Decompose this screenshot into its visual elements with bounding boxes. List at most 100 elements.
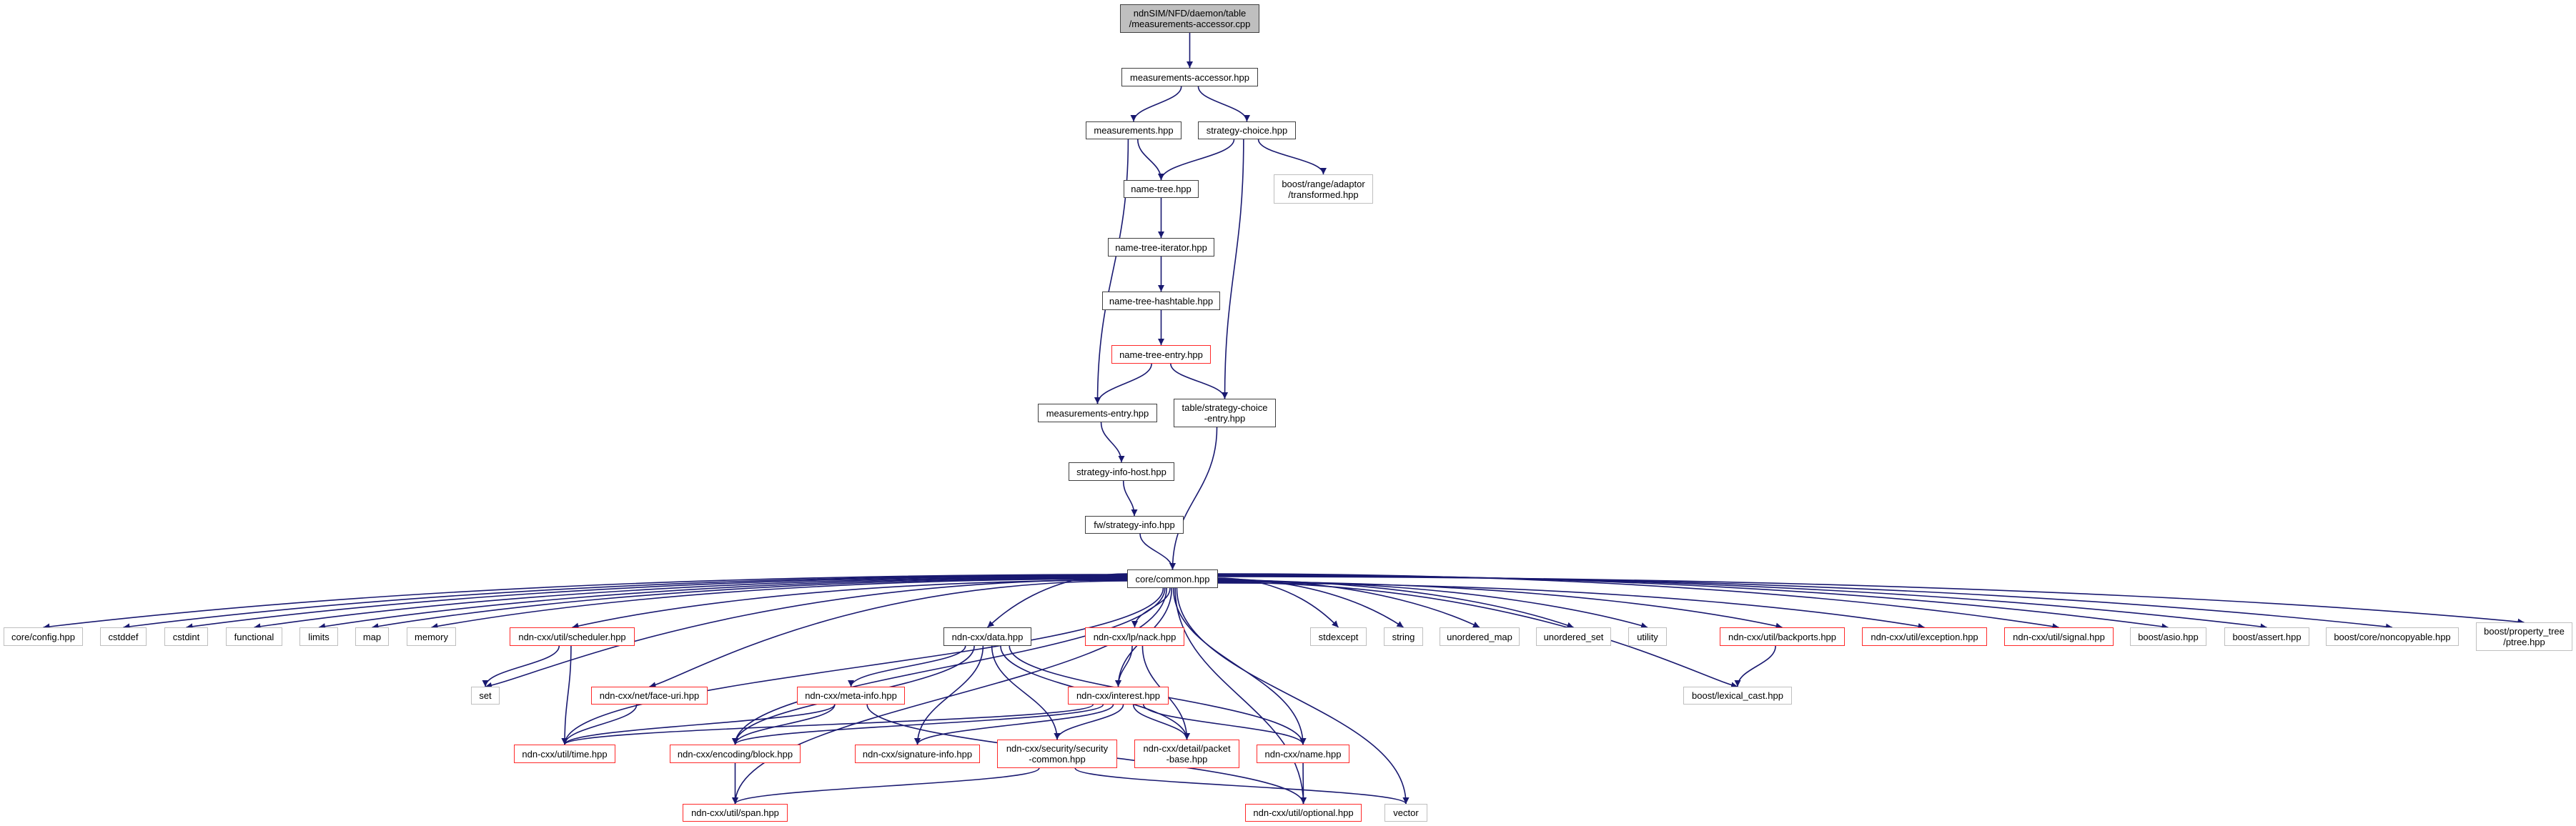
edge-common-to-data xyxy=(986,573,1128,628)
graph-node-nth[interactable]: name-tree-hashtable.hpp xyxy=(1102,292,1220,310)
graph-node-uset: unordered_set xyxy=(1536,627,1611,646)
graph-node-name[interactable]: ndn-cxx/name.hpp xyxy=(1257,745,1349,763)
graph-node-fwsi[interactable]: fw/strategy-info.hpp xyxy=(1085,516,1184,534)
edge-common-to-faceuri xyxy=(649,580,1128,689)
graph-node-vector: vector xyxy=(1384,804,1427,822)
graph-node-seccommon[interactable]: ndn-cxx/security/security -common.hpp xyxy=(997,740,1117,768)
graph-node-lexical: boost/lexical_cast.hpp xyxy=(1683,687,1792,705)
graph-node-cstdint: cstdint xyxy=(164,627,208,646)
edge-sc-to-sce xyxy=(1222,139,1244,399)
graph-node-utility: utility xyxy=(1628,627,1667,646)
graph-node-nt[interactable]: name-tree.hpp xyxy=(1124,180,1199,198)
edge-ma-to-sc xyxy=(1197,86,1250,122)
edge-data-to-seccommon xyxy=(991,645,1061,740)
edge-meas-to-me xyxy=(1094,139,1129,404)
edge-common-to-functional xyxy=(254,576,1128,630)
edge-meas-to-nt xyxy=(1136,139,1164,181)
graph-node-root[interactable]: ndnSIM/NFD/daemon/table /measurements-ac… xyxy=(1120,4,1259,33)
graph-node-span[interactable]: ndn-cxx/util/span.hpp xyxy=(683,804,788,822)
graph-node-memory: memory xyxy=(407,627,456,646)
edge-metainfo-to-block xyxy=(732,704,836,745)
edge-common-to-set xyxy=(485,579,1128,689)
edge-common-to-ptree xyxy=(1217,576,2525,625)
edge-common-to-exception xyxy=(1217,582,1925,630)
graph-node-block[interactable]: ndn-cxx/encoding/block.hpp xyxy=(670,745,801,763)
edge-common-to-cstdint xyxy=(186,575,1128,630)
edge-common-to-limits xyxy=(318,577,1128,630)
graph-node-interest[interactable]: ndn-cxx/interest.hpp xyxy=(1068,687,1169,705)
graph-node-sih[interactable]: strategy-info-host.hpp xyxy=(1069,462,1174,481)
edge-me-to-sih xyxy=(1100,422,1125,463)
edge-interest-to-name xyxy=(1142,704,1307,745)
graph-node-bt: boost/range/adaptor /transformed.hpp xyxy=(1274,174,1373,204)
graph-node-limits: limits xyxy=(299,627,338,646)
edge-common-to-map xyxy=(372,577,1128,630)
graph-node-ma[interactable]: measurements-accessor.hpp xyxy=(1121,68,1258,86)
edge-interest-to-packetbase xyxy=(1132,704,1190,740)
graph-node-signal[interactable]: ndn-cxx/util/signal.hpp xyxy=(2004,627,2114,646)
edge-common-to-time xyxy=(561,587,1164,745)
graph-node-string: string xyxy=(1384,627,1423,646)
graph-node-ptree: boost/property_tree /ptree.hpp xyxy=(2476,622,2572,651)
graph-node-stdexcept: stdexcept xyxy=(1310,627,1367,646)
graph-node-time[interactable]: ndn-cxx/util/time.hpp xyxy=(514,745,615,763)
edge-sc-to-nt xyxy=(1158,139,1235,181)
edge-common-to-cstddef xyxy=(123,574,1128,630)
graph-node-assert: boost/assert.hpp xyxy=(2224,627,2309,646)
graph-node-backports[interactable]: ndn-cxx/util/backports.hpp xyxy=(1720,627,1845,646)
edge-interest-to-siginfo xyxy=(914,704,1114,745)
graph-node-sce[interactable]: table/strategy-choice -entry.hpp xyxy=(1174,399,1276,427)
edge-seccommon-to-vector xyxy=(1074,767,1410,805)
graph-node-set: set xyxy=(471,687,500,705)
graph-node-functional: functional xyxy=(226,627,282,646)
graph-node-map: map xyxy=(355,627,389,646)
graph-node-me[interactable]: measurements-entry.hpp xyxy=(1038,404,1157,422)
graph-node-config: core/config.hpp xyxy=(4,627,83,646)
edge-common-to-span xyxy=(732,587,1167,805)
graph-node-nte[interactable]: name-tree-entry.hpp xyxy=(1111,345,1211,364)
edge-sc-to-bt xyxy=(1257,139,1327,175)
edge-nack-to-interest xyxy=(1115,645,1133,687)
edge-data-to-siginfo xyxy=(914,645,984,745)
edge-ma-to-meas xyxy=(1130,86,1182,122)
graph-node-noncopyable: boost/core/noncopyable.hpp xyxy=(2326,627,2459,646)
graph-node-faceuri[interactable]: ndn-cxx/net/face-uri.hpp xyxy=(591,687,708,705)
edge-metainfo-to-time xyxy=(561,704,836,745)
edge-scheduler-to-time xyxy=(561,645,572,745)
edge-common-to-utility xyxy=(1217,580,1648,629)
edge-common-to-memory xyxy=(431,578,1128,630)
edge-common-to-nack xyxy=(1131,587,1171,628)
edge-interest-to-block xyxy=(732,704,1104,745)
edge-interest-to-time xyxy=(561,704,1094,745)
graph-node-exception[interactable]: ndn-cxx/util/exception.hpp xyxy=(1862,627,1987,646)
edge-scheduler-to-set xyxy=(482,645,560,687)
graph-node-data[interactable]: ndn-cxx/data.hpp xyxy=(943,627,1031,646)
edge-interest-to-seccommon xyxy=(1054,704,1124,740)
graph-node-metainfo[interactable]: ndn-cxx/meta-info.hpp xyxy=(797,687,905,705)
edge-data-to-metainfo xyxy=(848,645,966,687)
graph-node-cstddef: cstddef xyxy=(100,627,147,646)
graph-node-optional[interactable]: ndn-cxx/util/optional.hpp xyxy=(1245,804,1362,822)
edge-sih-to-fwsi xyxy=(1122,480,1138,517)
edge-seccommon-to-span xyxy=(732,767,1040,805)
graph-node-meas[interactable]: measurements.hpp xyxy=(1086,121,1182,139)
graph-node-asio: boost/asio.hpp xyxy=(2130,627,2206,646)
graph-node-nti[interactable]: name-tree-iterator.hpp xyxy=(1108,238,1214,257)
edge-common-to-backports xyxy=(1217,581,1783,630)
graph-node-umap: unordered_map xyxy=(1440,627,1520,646)
edge-sce-to-common xyxy=(1169,427,1218,570)
edge-backports-to-lexical xyxy=(1734,645,1776,687)
graph-node-nack[interactable]: ndn-cxx/lp/nack.hpp xyxy=(1085,627,1184,646)
graph-node-siginfo[interactable]: ndn-cxx/signature-info.hpp xyxy=(855,745,980,763)
edge-common-to-scheduler xyxy=(572,579,1128,630)
edge-common-to-optional xyxy=(1174,587,1307,805)
graph-node-sc[interactable]: strategy-choice.hpp xyxy=(1198,121,1296,139)
edge-common-to-vector xyxy=(1176,587,1410,805)
edge-common-to-config xyxy=(43,574,1128,630)
graph-node-common[interactable]: core/common.hpp xyxy=(1127,569,1218,588)
edge-nte-to-sce xyxy=(1170,363,1228,399)
graph-node-packetbase[interactable]: ndn-cxx/detail/packet -base.hpp xyxy=(1134,740,1239,768)
graph-node-scheduler[interactable]: ndn-cxx/util/scheduler.hpp xyxy=(510,627,635,646)
